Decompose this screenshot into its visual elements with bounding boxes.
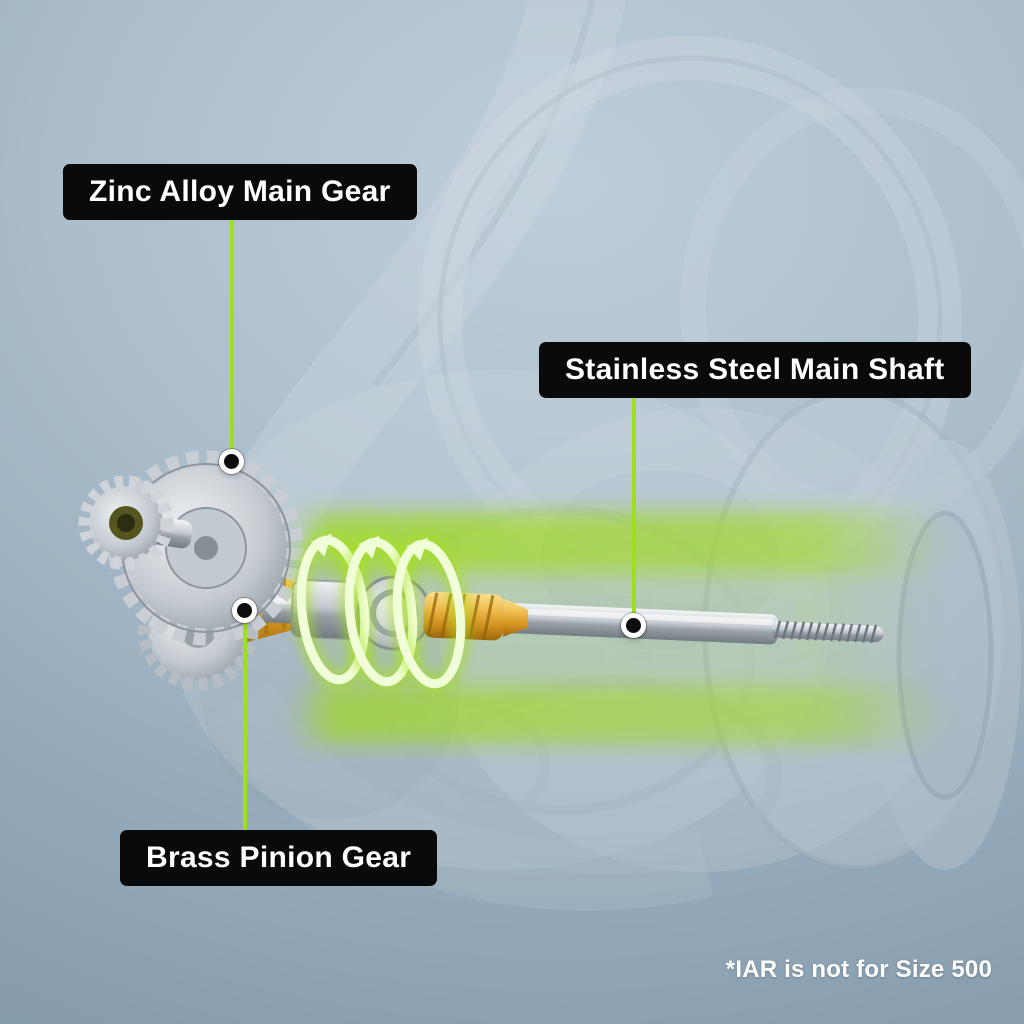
- coil-spring-glow: [291, 530, 471, 694]
- reel-body-ghost: [170, 0, 1024, 911]
- callout-main-gear: Zinc Alloy Main Gear: [63, 164, 417, 220]
- callout-pinion-gear-label: Brass Pinion Gear: [146, 841, 412, 874]
- leader-line-main-shaft: [632, 396, 636, 614]
- attachment-dot-main-gear: [219, 449, 244, 474]
- callout-main-shaft-label: Stainless Steel Main Shaft: [565, 353, 945, 386]
- leader-line-main-gear: [230, 219, 234, 451]
- callout-main-gear-label: Zinc Alloy Main Gear: [89, 175, 391, 208]
- main-gear-part: [78, 450, 304, 691]
- callout-pinion-gear: Brass Pinion Gear: [120, 830, 438, 886]
- callout-main-shaft: Stainless Steel Main Shaft: [539, 342, 971, 398]
- attachment-dot-main-shaft: [621, 613, 646, 638]
- leader-line-pinion-gear: [243, 623, 247, 832]
- attachment-dot-pinion-gear: [232, 598, 257, 623]
- footnote: *IAR is not for Size 500: [725, 956, 992, 983]
